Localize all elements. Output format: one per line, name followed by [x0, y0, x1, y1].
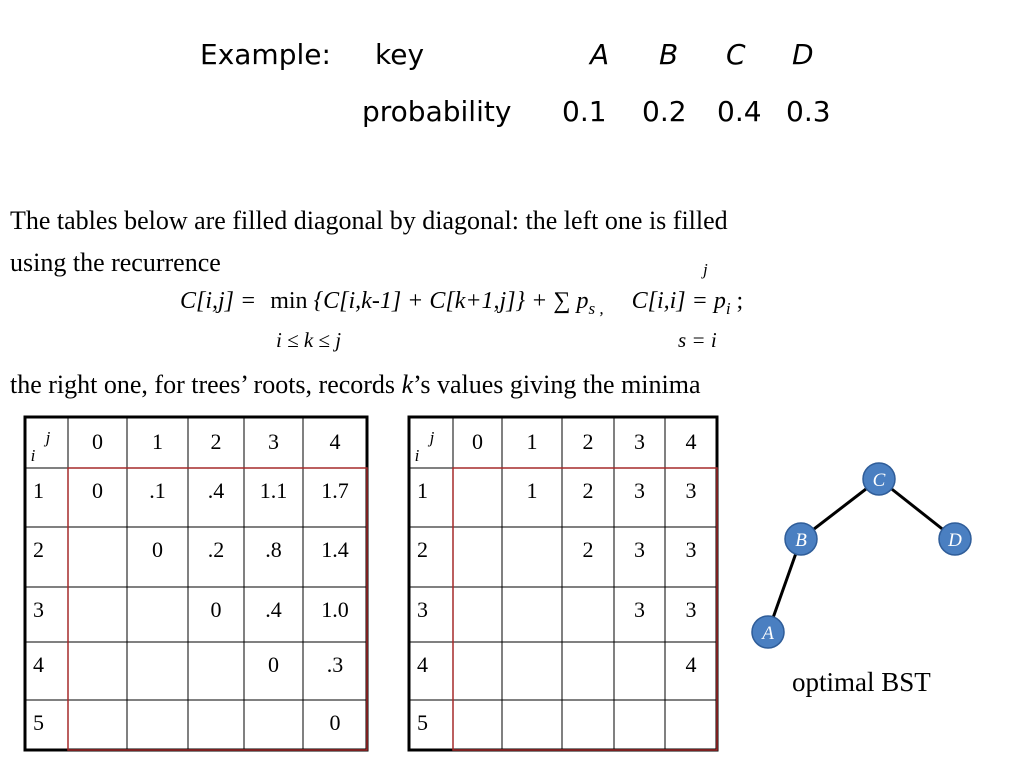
cost-table-grid-row-header: 5 — [33, 710, 44, 735]
tree-node-label: C — [873, 470, 886, 491]
roots-text-k: k — [401, 370, 414, 399]
cost-table-grid-cell: .4 — [208, 478, 225, 503]
root-table-grid-data-region — [452, 467, 718, 751]
key-d: D — [792, 38, 814, 71]
root-table-grid-col-header: 4 — [686, 429, 697, 454]
probability-label: probability — [362, 95, 512, 128]
tree-edge — [878, 477, 956, 541]
root-table-grid-cell: 2 — [583, 478, 594, 503]
formula-body: {C[i,k-1] + C[k+1,j]} + ∑ p — [313, 288, 589, 314]
recurrence-formula: C[i,j] = min {C[i,k-1] + C[k+1,j]} + ∑ p… — [180, 288, 743, 319]
cost-table-grid-cell: 0 — [268, 652, 279, 677]
cost-table-grid-cell: 1.0 — [321, 597, 349, 622]
cost-table-grid-cell: 0 — [152, 537, 163, 562]
optimal-bst-tree: C B D A — [751, 462, 972, 649]
formula-base-sub: i — [725, 298, 731, 318]
description-line-1: The tables below are filled diagonal by … — [10, 206, 728, 235]
cost-table-grid-corner-i: i — [31, 446, 36, 465]
key-c: C — [726, 38, 746, 71]
probability-b: 0.2 — [642, 95, 687, 128]
cost-table-grid-cell: .1 — [149, 478, 166, 503]
cost-table-grid-cell: .8 — [265, 537, 282, 562]
cost-table-grid-col-header: 1 — [152, 429, 163, 454]
cost-table-grid-row-header: 3 — [33, 597, 44, 622]
formula-min: min — [270, 288, 308, 314]
probability-a: 0.1 — [562, 95, 607, 128]
cost-table-grid-cell: 1.4 — [321, 537, 349, 562]
key-label: key — [375, 38, 425, 71]
cost-table-grid-row-header: 2 — [33, 537, 44, 562]
tree-node-label: D — [947, 530, 962, 551]
cost-table-grid-cell: .4 — [265, 597, 282, 622]
cost-table-grid-cell: 0 — [92, 478, 103, 503]
cost-table-grid-cell: 0 — [330, 710, 341, 735]
min-range: i ≤ k ≤ j — [276, 328, 342, 352]
root-table-grid-row-header: 4 — [417, 652, 428, 677]
probability-c: 0.4 — [717, 95, 762, 128]
roots-text-before: the right one, for trees’ roots, records — [10, 370, 402, 399]
root-table-grid-cell: 3 — [686, 537, 697, 562]
formula-lhs: C[i,j] = — [180, 288, 257, 314]
cost-table-grid-corner-j: j — [44, 428, 51, 447]
roots-description: the right one, for trees’ roots, records… — [10, 370, 701, 400]
cost-table-grid-row-header: 1 — [33, 478, 44, 503]
root-table-grid-cell: 4 — [686, 652, 697, 677]
root-table-grid-row-header: 3 — [417, 597, 428, 622]
cost-table-grid-cell: .3 — [327, 652, 344, 677]
key-b: B — [659, 38, 679, 71]
formula-sum-sub: s , — [588, 298, 604, 318]
root-table-grid-col-header: 3 — [634, 429, 645, 454]
tree-node-d — [938, 522, 972, 556]
root-table-grid-corner-j: j — [428, 428, 435, 447]
root-table-grid-cell: 3 — [634, 478, 645, 503]
cost-table-grid-col-header: 4 — [330, 429, 341, 454]
root-table-grid-row-header: 1 — [417, 478, 428, 503]
root-table-grid-col-header: 2 — [583, 429, 594, 454]
tree-edge — [766, 538, 803, 633]
tree-node-a — [751, 615, 785, 649]
root-table-grid-col-header: 0 — [472, 429, 483, 454]
root-table-grid-cell: 3 — [634, 597, 645, 622]
cost-table-grid: ji 0 1 2 3 4 1 0 .1 .4 1.1 1.7 2 0 .2 .8 1.4 3 0 .4 1.0 4 0 .3 5… — [23, 415, 369, 752]
cost-table-grid-cell: .2 — [208, 537, 225, 562]
tree-edge — [800, 477, 880, 541]
cost-table-grid-col-header: 2 — [211, 429, 222, 454]
cost-table-grid-data-region — [67, 467, 368, 751]
cost-table-grid-row-header: 4 — [33, 652, 44, 677]
cost-table-grid-cell: 1.7 — [321, 478, 349, 503]
tree-node-label: B — [795, 530, 807, 551]
root-table-grid-cell: 1 — [527, 478, 538, 503]
cost-table-grid-col-header: 3 — [268, 429, 279, 454]
root-table-grid-cell: 2 — [583, 537, 594, 562]
formula-base: C[i,i] = p — [631, 288, 726, 314]
cost-table-grid-border — [23, 415, 369, 752]
cost-table-grid-cell: 1.1 — [260, 478, 288, 503]
cost-table-grid-cell: 0 — [211, 597, 222, 622]
tree-node-c — [862, 462, 896, 496]
root-table-grid-corner-i: i — [415, 446, 420, 465]
tree-node-label: A — [760, 623, 774, 644]
roots-text-after: ’s values giving the minima — [413, 370, 701, 399]
probability-d: 0.3 — [786, 95, 831, 128]
root-table-grid-col-header: 1 — [527, 429, 538, 454]
root-table-grid-row-header: 2 — [417, 537, 428, 562]
key-a: A — [590, 38, 610, 71]
root-table-grid-cell: 3 — [686, 478, 697, 503]
formula-base-end: ; — [736, 288, 744, 314]
sum-upper-limit: j — [703, 260, 708, 279]
cost-table-grid-col-header: 0 — [92, 429, 103, 454]
root-table-grid-cell: 3 — [686, 597, 697, 622]
tree-node-b — [784, 522, 818, 556]
tree-caption: optimal BST — [792, 667, 931, 697]
root-table-grid-row-header: 5 — [417, 710, 428, 735]
example-label: Example: — [200, 38, 331, 71]
root-table-grid-cell: 3 — [634, 537, 645, 562]
sum-range: s = i — [678, 328, 717, 352]
description-line-2: using the recurrence — [10, 248, 221, 277]
root-table-grid-border — [407, 415, 719, 752]
root-table-grid: ji 0 1 2 3 4 1 1 2 3 3 2 2 3 3 3 3 3 4 4 5 — [407, 415, 719, 752]
